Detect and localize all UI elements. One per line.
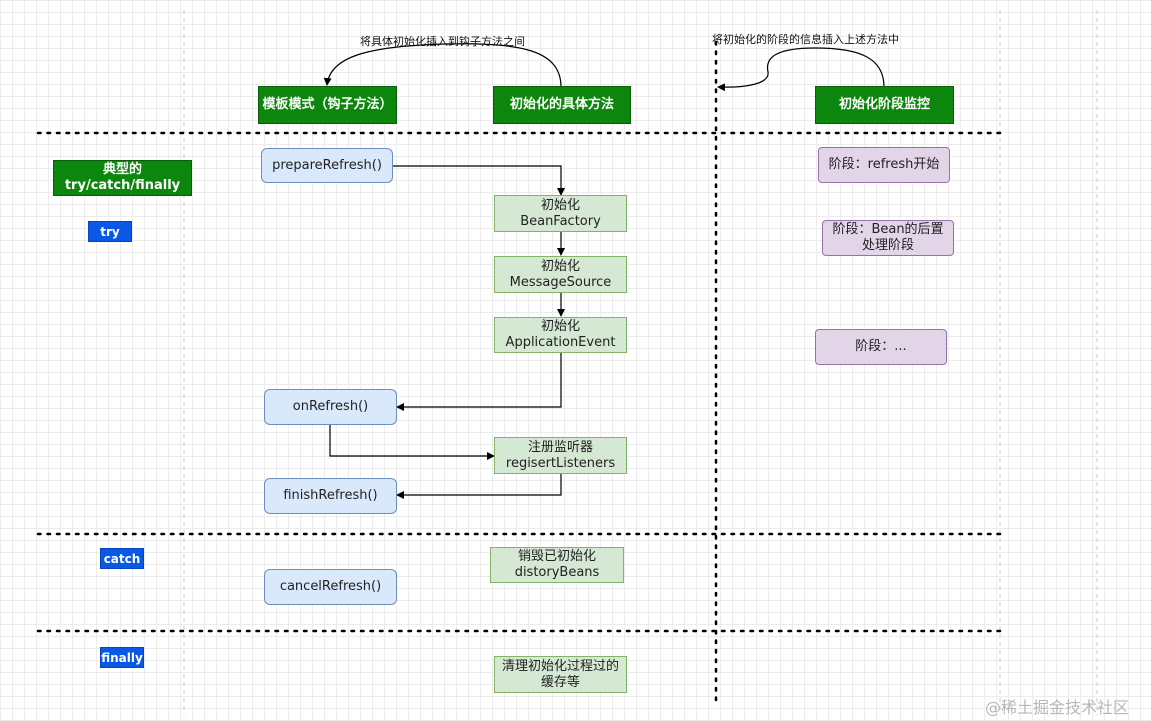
step-clean-cache: 清理初始化过程过的 缓存等 [494,656,627,693]
label-finally: finally [100,647,144,668]
arrow-listeners-to-finish [396,474,562,499]
flow-arrows [323,43,885,499]
stage-bean-post-process: 阶段：Bean的后置 处理阶段 [822,220,954,256]
step-init-beanfactory: 初始化 BeanFactory [494,195,627,232]
label-try: try [88,221,132,242]
label-catch: catch [100,548,144,569]
section-dividers [36,40,1005,707]
column-header-concrete: 初始化的具体方法 [493,86,631,124]
arrow-note-curve-left [323,43,562,88]
stage-etc: 阶段：... [815,329,947,365]
vertical-guides [183,10,1098,715]
step-init-applicationevent: 初始化 ApplicationEvent [494,317,627,353]
step-destroy-beans: 销毁已初始化 distoryBeans [490,547,624,583]
note-insert-init: 将具体初始化插入到钩子方法之间 [360,35,525,48]
column-header-template: 模板模式（钩子方法） [258,86,397,124]
arrow-prepare-to-beanfactory [393,165,565,196]
step-init-messagesource: 初始化 MessageSource [494,256,627,293]
step-prepare-refresh: prepareRefresh() [261,148,393,183]
stage-refresh-start: 阶段：refresh开始 [818,147,950,183]
note-insert-stage: 将初始化的阶段的信息插入上述方法中 [712,33,899,46]
watermark: @稀土掘金技术社区 [985,698,1130,717]
column-header-monitor: 初始化阶段监控 [815,86,954,124]
step-finish-refresh: finishRefresh() [264,478,397,514]
arrow-note-curve-right [717,47,885,92]
step-on-refresh: onRefresh() [264,389,397,425]
label-typical-try-catch-finally: 典型的try/catch/finally [53,160,192,196]
step-cancel-refresh: cancelRefresh() [264,569,397,605]
arrow-onrefresh-to-listeners [329,425,495,460]
step-register-listeners: 注册监听器 regisertListeners [494,437,627,474]
arrow-appevent-to-onrefresh [396,353,562,411]
